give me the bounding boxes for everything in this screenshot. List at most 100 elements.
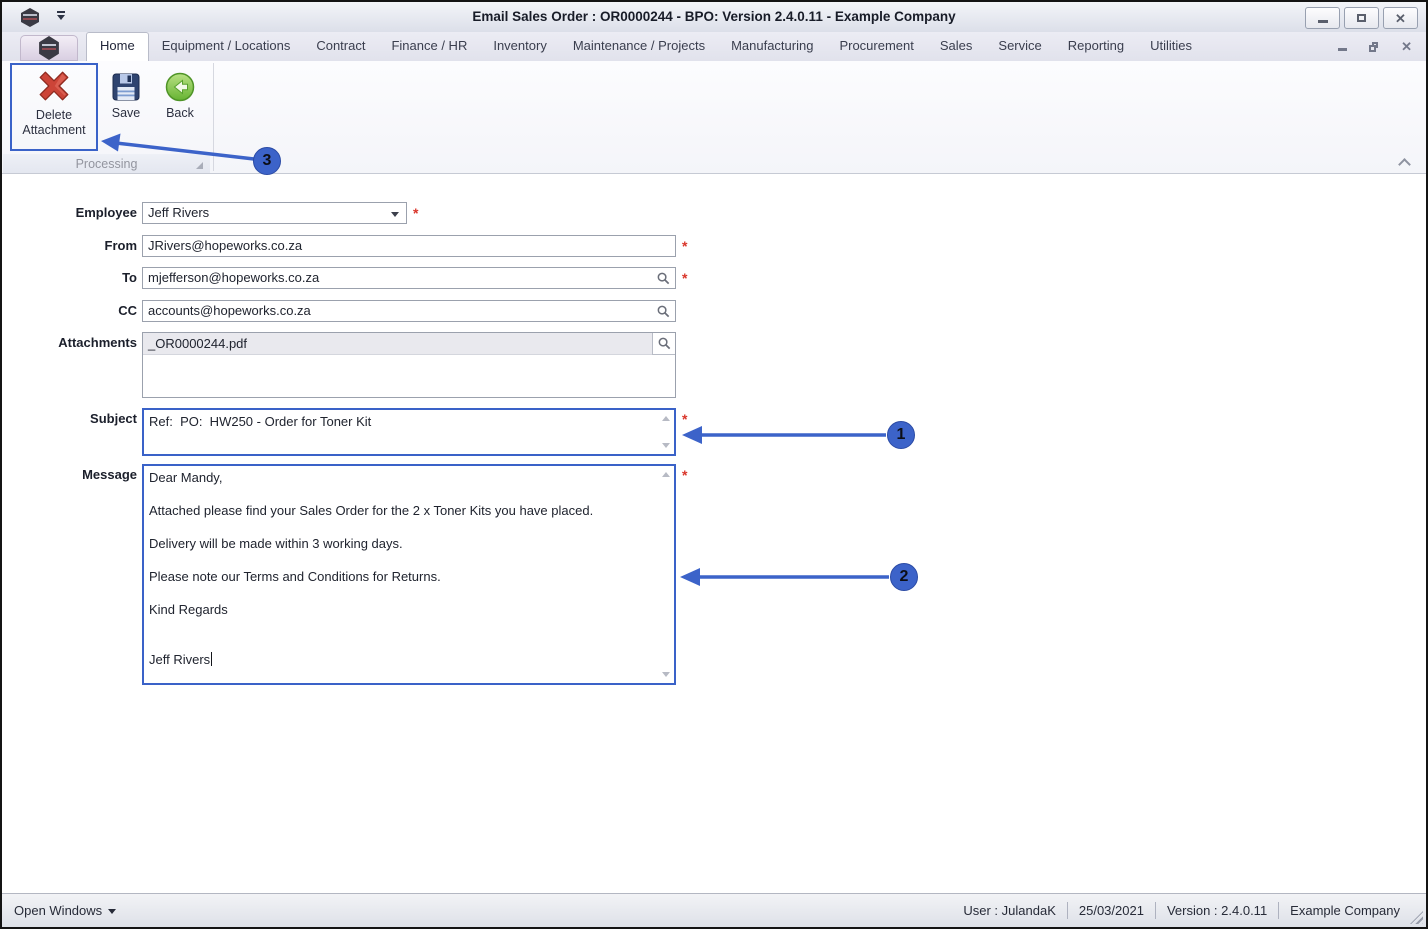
employee-dropdown[interactable]: Jeff Rivers: [142, 202, 407, 224]
from-row: From JRivers@hopeworks.co.za *: [2, 235, 687, 257]
status-bar: Open Windows User : JulandaK 25/03/2021 …: [2, 893, 1426, 927]
tab-service[interactable]: Service: [998, 38, 1042, 53]
tab-finance-hr[interactable]: Finance / HR: [391, 38, 468, 53]
save-button[interactable]: Save: [102, 71, 150, 121]
child-minimize-icon[interactable]: [1338, 48, 1348, 51]
delete-attachment-label: Delete Attachment: [22, 108, 86, 137]
minimize-icon: [1317, 19, 1328, 23]
status-separator: [1154, 902, 1156, 919]
app-logo-icon: [21, 8, 39, 27]
attachments-label: Attachments: [58, 335, 137, 350]
attachment-search-button[interactable]: [652, 333, 675, 355]
to-value: mjefferson@hopeworks.co.za: [148, 270, 320, 285]
maximize-button[interactable]: [1344, 7, 1379, 29]
window-title: Email Sales Order : OR0000244 - BPO: Ver…: [472, 9, 956, 24]
application-menu-button[interactable]: [20, 35, 78, 61]
annotation-step-1: 1: [887, 421, 915, 449]
save-floppy-icon: [112, 73, 140, 101]
from-label: From: [104, 238, 138, 253]
save-label: Save: [111, 106, 141, 120]
status-separator: [1278, 902, 1280, 919]
ribbon-tab-row: Home Equipment / Locations Contract Fina…: [2, 32, 1426, 62]
employee-value: Jeff Rivers: [148, 205, 210, 220]
status-date: 25/03/2021: [1078, 903, 1144, 918]
title-bar: Email Sales Order : OR0000244 - BPO: Ver…: [2, 2, 1426, 33]
window-controls: ✕: [1305, 7, 1418, 29]
delete-attachment-highlight-border: [10, 63, 98, 151]
to-label: To: [122, 270, 137, 285]
attachments-row: Attachments _OR0000244.pdf: [2, 332, 676, 398]
minimize-button[interactable]: [1305, 7, 1340, 29]
cc-input[interactable]: accounts@hopeworks.co.za: [142, 300, 676, 322]
status-separator: [1066, 902, 1068, 919]
quick-access-dropdown-icon[interactable]: [56, 11, 66, 21]
back-label: Back: [166, 106, 194, 120]
cc-value: accounts@hopeworks.co.za: [148, 303, 311, 318]
status-company: Example Company: [1290, 903, 1400, 918]
annotation-step-2: 2: [890, 563, 918, 591]
message-value: Dear Mandy, Attached please find your Sa…: [144, 466, 674, 672]
tab-utilities[interactable]: Utilities: [1150, 38, 1193, 53]
delete-x-icon: [39, 71, 69, 101]
employee-label: Employee: [75, 205, 137, 220]
employee-row: Employee Jeff Rivers *: [2, 202, 418, 224]
annotation-step-3: 3: [253, 147, 281, 175]
tab-equipment-locations[interactable]: Equipment / Locations: [161, 38, 291, 53]
scroll-down-icon[interactable]: [662, 672, 670, 677]
required-marker: *: [682, 238, 688, 254]
tab-inventory[interactable]: Inventory: [493, 38, 547, 53]
scroll-up-icon[interactable]: [662, 416, 670, 421]
tab-sales[interactable]: Sales: [939, 38, 973, 53]
open-windows-label: Open Windows: [14, 903, 103, 918]
processing-group-label: Processing: [75, 156, 138, 171]
back-button[interactable]: Back: [156, 71, 204, 121]
child-close-icon[interactable]: ✕: [1401, 39, 1412, 54]
chevron-down-icon[interactable]: [391, 212, 399, 217]
subject-row: Subject Ref: PO: HW250 - Order for Toner…: [2, 408, 687, 456]
cc-label: CC: [118, 303, 137, 318]
attachment-item[interactable]: _OR0000244.pdf: [143, 333, 675, 355]
child-restore-icon[interactable]: [1369, 41, 1379, 52]
collapse-ribbon-icon[interactable]: [1399, 157, 1410, 168]
scroll-up-icon[interactable]: [662, 472, 670, 477]
tab-reporting[interactable]: Reporting: [1067, 38, 1125, 53]
search-icon[interactable]: [656, 304, 671, 319]
close-icon: ✕: [1395, 10, 1406, 26]
message-label: Message: [82, 467, 137, 482]
required-marker: *: [682, 411, 688, 427]
subject-value: Ref: PO: HW250 - Order for Toner Kit: [149, 414, 372, 429]
message-row: Message Dear Mandy, Attached please find…: [2, 464, 687, 685]
tab-maintenance-projects[interactable]: Maintenance / Projects: [572, 38, 706, 53]
maximize-icon: [1357, 14, 1366, 22]
close-button[interactable]: ✕: [1383, 7, 1418, 29]
search-icon[interactable]: [656, 271, 671, 286]
to-row: To mjefferson@hopeworks.co.za *: [2, 267, 687, 289]
search-icon: [658, 337, 671, 350]
required-marker: *: [682, 270, 688, 286]
required-marker: *: [413, 205, 419, 221]
processing-group-caption: Processing: [3, 154, 210, 173]
open-windows-dropdown[interactable]: Open Windows: [14, 894, 117, 927]
group-dialog-launcher-icon[interactable]: [196, 162, 203, 169]
subject-textarea[interactable]: Ref: PO: HW250 - Order for Toner Kit: [142, 408, 676, 456]
from-value: JRivers@hopeworks.co.za: [148, 238, 303, 253]
from-input[interactable]: JRivers@hopeworks.co.za: [142, 235, 676, 257]
resize-grip[interactable]: [1410, 911, 1423, 924]
tab-manufacturing[interactable]: Manufacturing: [731, 38, 814, 53]
tab-home[interactable]: Home: [86, 32, 149, 61]
back-arrow-icon: [165, 72, 195, 102]
subject-label: Subject: [90, 411, 137, 426]
attachments-list[interactable]: _OR0000244.pdf: [142, 332, 676, 398]
cc-row: CC accounts@hopeworks.co.za: [2, 300, 676, 322]
to-input[interactable]: mjefferson@hopeworks.co.za: [142, 267, 676, 289]
tab-contract[interactable]: Contract: [316, 38, 366, 53]
ribbon: Delete Attachment Save: [2, 61, 1426, 174]
ribbon-window-controls: ✕: [1338, 40, 1412, 53]
message-textarea[interactable]: Dear Mandy, Attached please find your Sa…: [142, 464, 676, 685]
bpo-logo-icon: [39, 36, 59, 60]
ribbon-group-separator: [213, 63, 214, 171]
delete-attachment-button[interactable]: Delete Attachment: [12, 67, 96, 138]
scroll-down-icon[interactable]: [662, 443, 670, 448]
tab-procurement[interactable]: Procurement: [839, 38, 914, 53]
